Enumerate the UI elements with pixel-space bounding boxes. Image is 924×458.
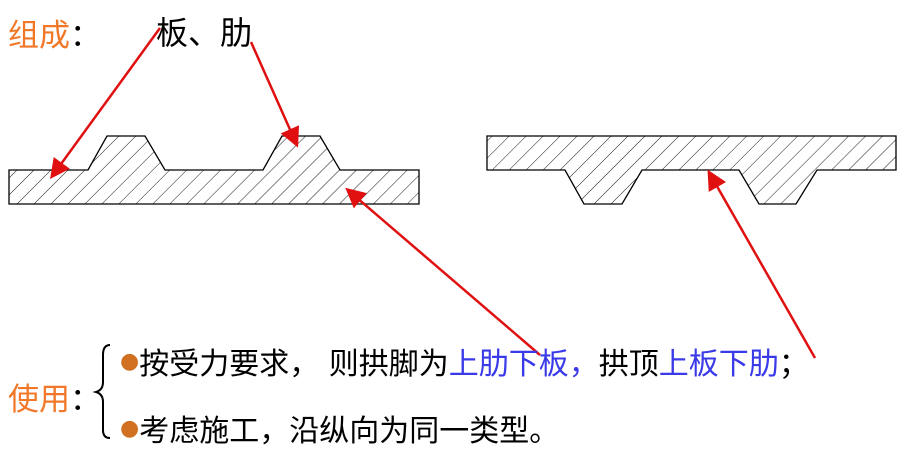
ribs-below-section <box>486 135 897 205</box>
text-segment: 按受力要求， 则拱脚为 <box>139 347 449 382</box>
arrow-springing <box>345 187 541 356</box>
highlight-segment: 上肋下板， <box>448 347 599 382</box>
composition-items: 板、肋 <box>156 14 253 52</box>
text-segment: ； <box>778 347 809 382</box>
usage-label-text: 使用 <box>8 382 70 418</box>
arrow-crown <box>707 169 817 359</box>
highlight-segment: 上板下肋 <box>658 347 779 382</box>
arrow-plate-label <box>50 27 162 180</box>
usage-bullet-2: ●考虑施工，沿纵向为同一类型。 <box>120 406 559 450</box>
arrow-rib-label <box>249 41 300 148</box>
bullet-icon: ● <box>120 349 140 374</box>
composition-label-text: 组成 <box>8 18 70 54</box>
composition-colon: ： <box>70 18 101 54</box>
brace-icon <box>92 344 111 439</box>
usage-label: 使用： <box>8 374 101 419</box>
ribs-on-top-section <box>8 135 420 205</box>
bullet-icon: ● <box>120 416 140 441</box>
composition-label: 组成： <box>8 10 101 55</box>
usage-bullet-1: ●按受力要求， 则拱脚为上肋下板，拱顶上板下肋； <box>120 339 809 383</box>
usage-colon: ： <box>70 382 101 418</box>
text-segment: 拱顶 <box>598 347 659 382</box>
text-segment: 考虑施工，沿纵向为同一类型。 <box>139 414 560 449</box>
